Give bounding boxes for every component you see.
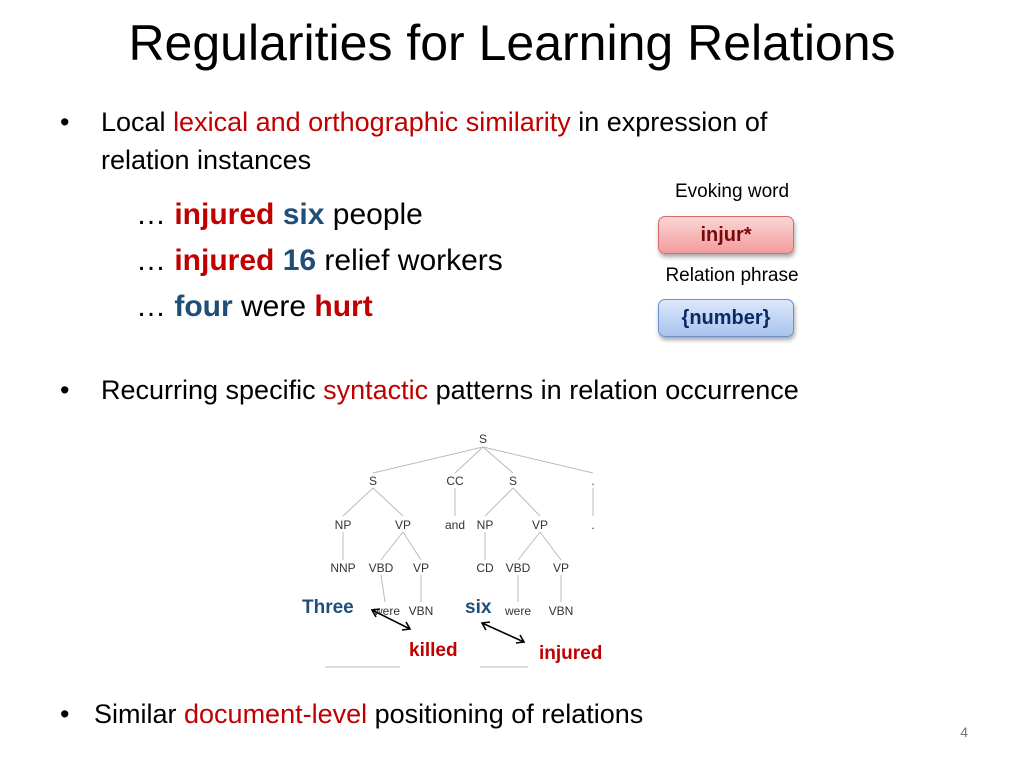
double-arrow-icon: [481, 622, 525, 643]
tree-leaf: VBN: [409, 604, 434, 618]
relation-phrase-label: Relation phrase: [665, 265, 799, 286]
tree-node: NNP: [330, 561, 355, 575]
bullet-text-pre: Local: [101, 107, 174, 137]
tree-leaf: were: [373, 604, 400, 618]
evoking-word: hurt: [314, 290, 373, 323]
example-line: … four were hurt: [136, 284, 503, 330]
example-list: … injured six people … injured 16 relief…: [136, 192, 503, 330]
annotation-killed: killed: [409, 640, 458, 661]
relation-phrase: six: [282, 198, 325, 231]
evoking-word: injured: [174, 198, 275, 231]
relation-phrase: four: [174, 290, 233, 323]
slide-title: Regularities for Learning Relations: [128, 15, 896, 71]
bullet-text-line2: relation instances: [101, 145, 312, 175]
bullet-text-post: patterns in relation occurrence: [428, 375, 799, 405]
tree-node: VP: [553, 561, 569, 575]
bullet-highlight: syntactic: [323, 375, 429, 405]
example-rest: relief workers: [324, 244, 503, 277]
tree-node: CD: [476, 561, 494, 575]
parse-tree: S S CC S . NP VP and NP VP . NNP VBD VP …: [325, 432, 595, 668]
bullet-highlight: lexical and orthographic similarity: [173, 107, 571, 137]
bullet-highlight: document-level: [184, 699, 368, 729]
tree-node: VP: [395, 518, 411, 532]
bullet-marker: •: [60, 699, 70, 729]
annotation-three: Three: [302, 597, 354, 618]
relation-phrase: 16: [282, 244, 317, 277]
bullet-text-post: positioning of relations: [367, 699, 644, 729]
tree-node: VBD: [506, 561, 531, 575]
example-rest: people: [332, 198, 423, 231]
annotation-injured: injured: [539, 643, 603, 664]
example-line: … injured 16 relief workers: [136, 238, 503, 284]
bullet-text-pre: Recurring specific: [101, 375, 324, 405]
ellipsis: …: [136, 198, 166, 231]
tree-leaf: VBN: [549, 604, 574, 618]
evoking-word-label: Evoking word: [674, 181, 790, 202]
tree-leaf: were: [504, 604, 531, 618]
bullet-syntactic-patterns: • Recurring specific syntactic patterns …: [60, 371, 960, 409]
tree-node: VP: [413, 561, 429, 575]
bullet-document-level: • Similar document-level positioning of …: [60, 695, 960, 733]
tree-node: S: [479, 432, 487, 446]
bullet-marker: •: [60, 107, 70, 137]
tree-node: S: [369, 474, 377, 488]
bullet-lexical-similarity: • Local lexical and orthographic similar…: [60, 103, 900, 179]
relation-phrase-box: {number}: [658, 299, 794, 337]
example-mid: were: [241, 290, 307, 323]
bullet-marker: •: [60, 375, 70, 405]
page-number: 4: [960, 724, 968, 740]
double-arrow-icon: [371, 609, 411, 630]
tree-node: CC: [446, 474, 464, 488]
tree-node: S: [509, 474, 517, 488]
bullet-text-pre: Similar: [94, 699, 185, 729]
bullet-text-post: in expression of: [570, 107, 768, 137]
ellipsis: …: [136, 290, 166, 323]
tree-node: and: [445, 518, 465, 532]
evoking-word: injured: [174, 244, 275, 277]
tree-node: .: [591, 474, 594, 488]
tree-node: NP: [335, 518, 352, 532]
example-line: … injured six people: [136, 192, 503, 238]
tree-node: NP: [477, 518, 494, 532]
tree-node: VP: [532, 518, 548, 532]
ellipsis: …: [136, 244, 166, 277]
tree-node: .: [591, 518, 594, 532]
evoking-word-box: injur*: [658, 216, 794, 254]
annotation-six: six: [465, 597, 492, 618]
tree-node: VBD: [369, 561, 394, 575]
